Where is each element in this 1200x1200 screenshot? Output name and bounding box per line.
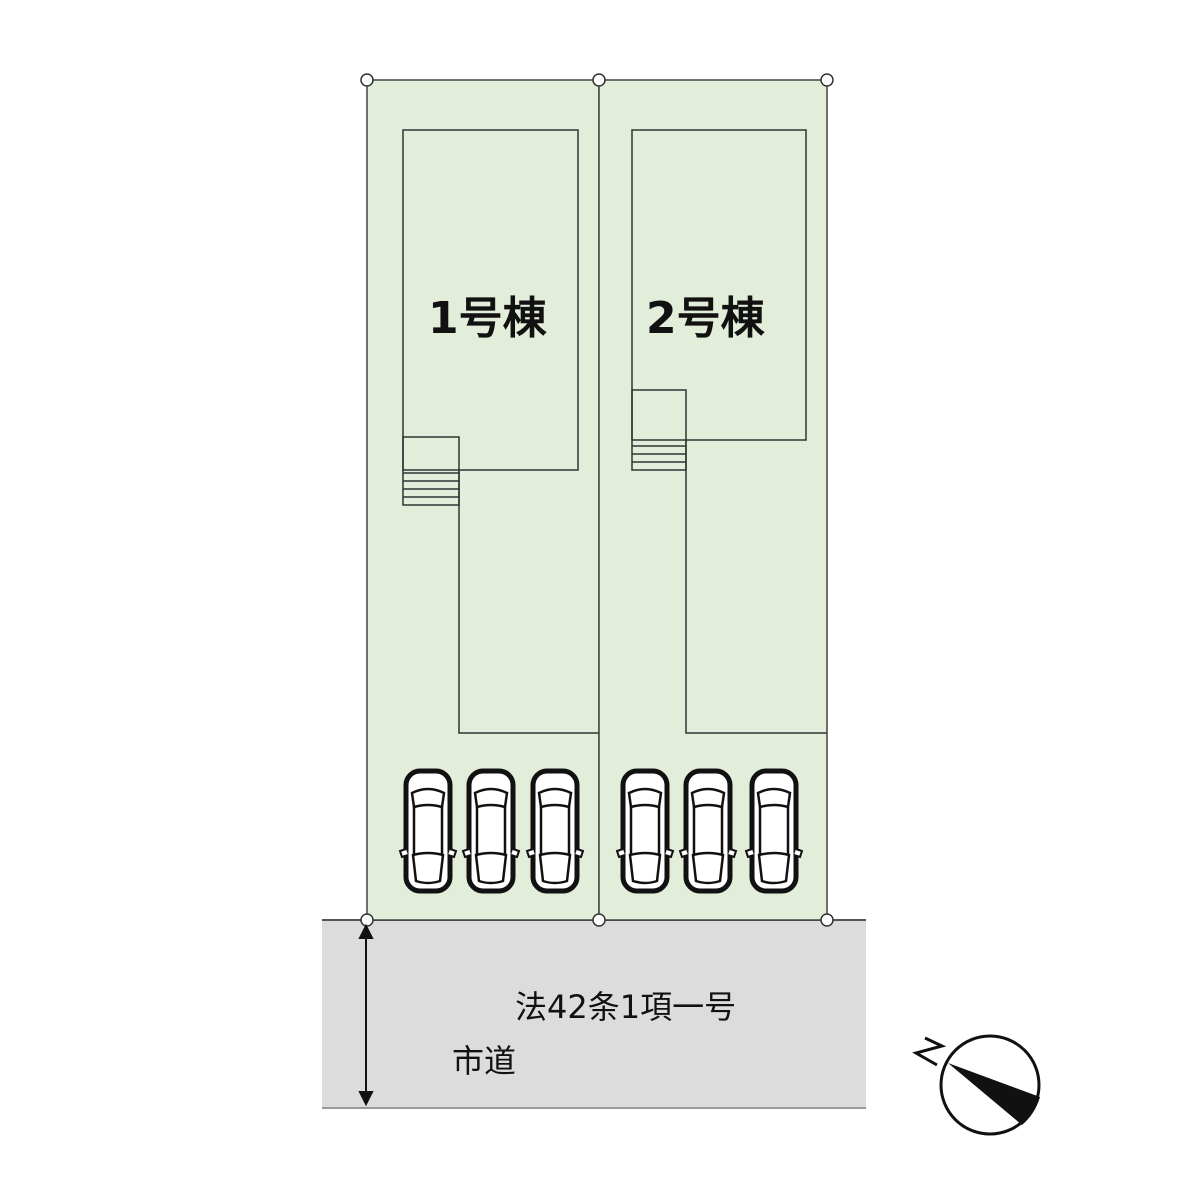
road-type-label: 法42条1項一号 (515, 988, 737, 1026)
parking-area-1 (458, 470, 599, 734)
car-icon (746, 771, 802, 891)
car-icon (680, 771, 736, 891)
road-area (322, 920, 866, 1108)
building-1-stair-lines (403, 472, 459, 498)
parking-area-2 (685, 440, 827, 734)
compass-icon (912, 1034, 1041, 1136)
building-2-label: 2号棟 (646, 293, 765, 344)
building-1-label: 1号棟 (428, 293, 547, 344)
building-1-outline (402, 129, 579, 471)
building-2-stairs (631, 389, 687, 471)
car-icon (527, 771, 583, 891)
building-2-outline (631, 129, 807, 441)
north-letter-icon (912, 1036, 947, 1067)
building-2-stair-lines (632, 445, 686, 463)
car-icon (400, 771, 456, 891)
road-width-arrow (358, 923, 374, 1107)
car-icon (463, 771, 519, 891)
boundary-markers (360, 73, 834, 927)
road-name-label: 市道 (452, 1042, 517, 1080)
car-icon (617, 771, 673, 891)
